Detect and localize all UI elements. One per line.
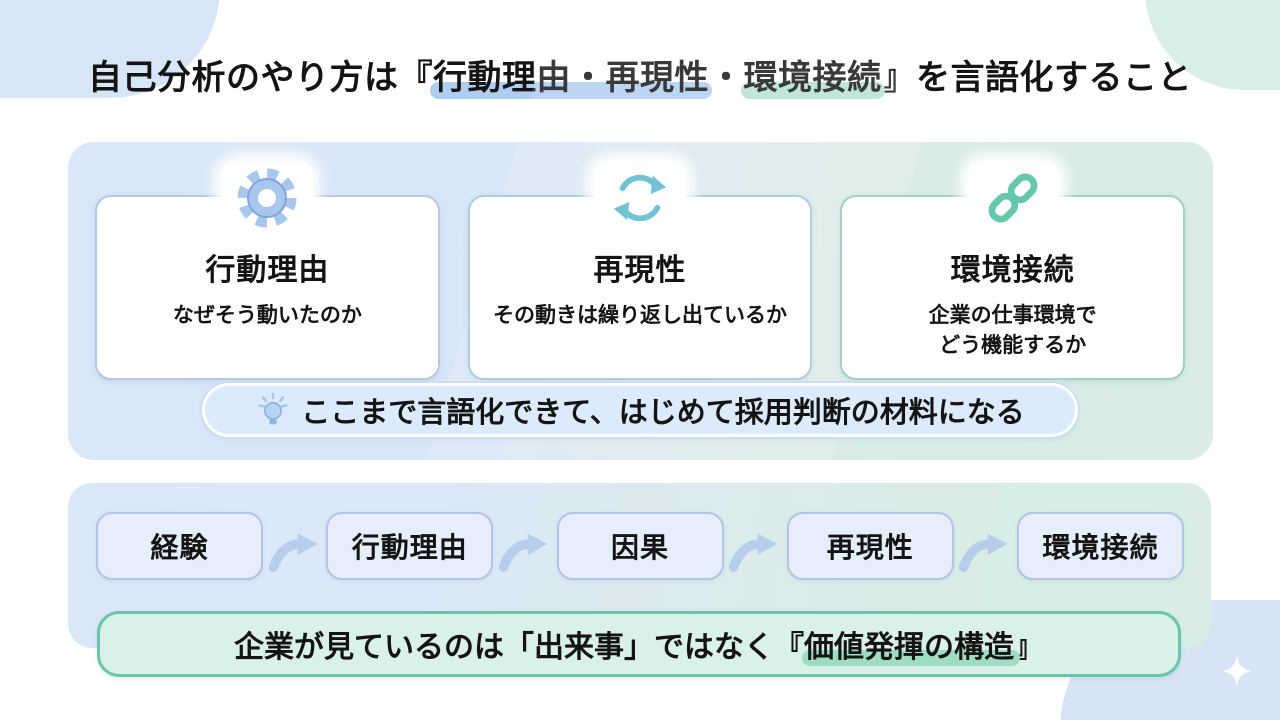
flow-arrow-icon [728,533,778,572]
pillar-card-action-reason: 行動理由 なぜそう動いたのか [95,161,440,380]
flow-step-reproducibility: 再現性 [786,512,954,580]
pillar-card-environment-connection: 環境接続 企業の仕事環境で どう機能するか [840,161,1186,380]
conclusion-prefix: 企業が見ているのは「出来事」ではなく『 [234,631,804,664]
flow-arrow-icon [959,533,1008,572]
pillar-subtitle: なぜそう動いたのか [172,304,362,327]
gear-icon [221,161,314,235]
pillar-title: 行動理由 [205,254,330,287]
flow-step-action-reason: 行動理由 [326,512,494,580]
flow-arrow-icon [268,533,318,572]
pillar-card-reproducibility: 再現性 その動きは繰り返し出ているか [467,161,813,380]
lightbulb-icon [258,392,288,425]
callout-text: ここまで言語化できて、はじめて採用判断の材料になる [301,397,1025,429]
sparkle-icon [1222,656,1252,686]
pillar-subtitle: 企業の仕事環境で どう機能するか [928,304,1097,358]
link-icon [966,161,1059,235]
flow-step-causality: 因果 [556,512,724,580]
pillar-subtitle: その動きは繰り返し出ているか [493,304,787,327]
title-suffix: 』を言語化すること [881,59,1192,97]
callout-pill: ここまで言語化できて、はじめて採用判断の材料になる [202,383,1078,437]
flow-step-experience: 経験 [96,512,263,580]
pillar-title: 環境接続 [950,254,1075,287]
flow-row: 経験 行動理由 因果 再現性 環境接続 [96,512,1184,580]
refresh-icon [594,161,686,235]
flow-step-environment-connection: 環境接続 [1017,512,1184,580]
title-prefix: 自己分析のやり方は『 [88,59,433,97]
pillar-cards-row: 行動理由 なぜそう動いたのか 再現性 その動きは繰り返し出ているか [95,161,1186,380]
flow-arrow-icon [498,533,548,572]
conclusion-highlight: 価値発揮の構造 [802,622,1020,666]
pillar-title: 再現性 [593,254,687,287]
conclusion-pill: 企業が見ているのは「出来事」ではなく『価値発揮の構造』 [97,611,1181,677]
